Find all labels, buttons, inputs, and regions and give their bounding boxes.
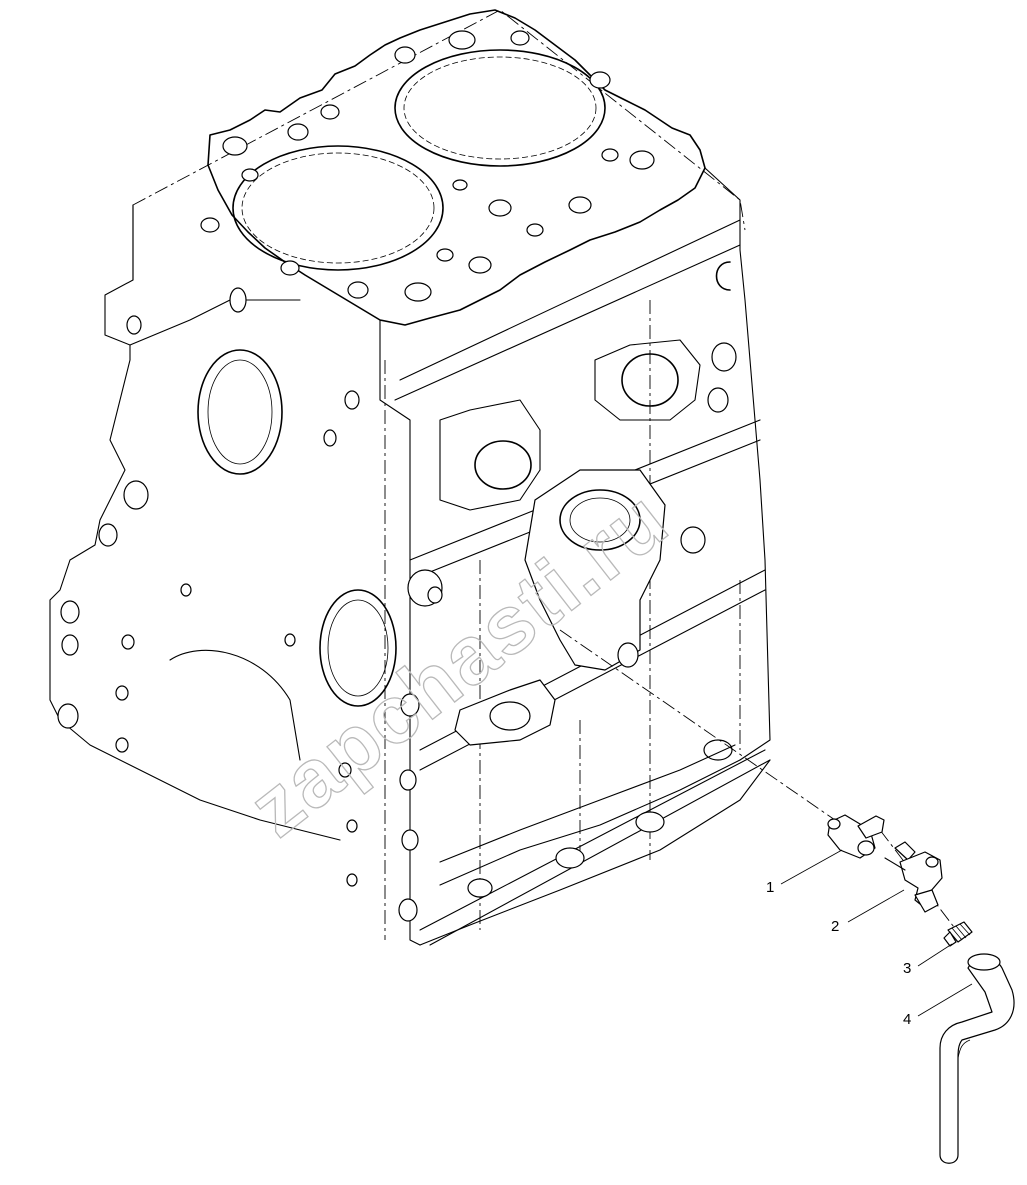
callout-label-2: 2	[831, 918, 839, 935]
engine-block	[49, 9, 771, 946]
callout-label-3: 3	[903, 960, 911, 977]
part-1-fitting	[827, 814, 885, 859]
assembly-centerline	[559, 629, 836, 821]
part-3-nipple	[943, 921, 973, 947]
assembly-centerline-2	[879, 829, 961, 936]
part-2-drain-cock	[884, 841, 943, 913]
callout-leaders	[780, 849, 973, 1017]
callout-label-1: 1	[766, 879, 774, 896]
callout-label-4: 4	[903, 1011, 911, 1028]
part-4-hose	[939, 953, 1015, 1164]
